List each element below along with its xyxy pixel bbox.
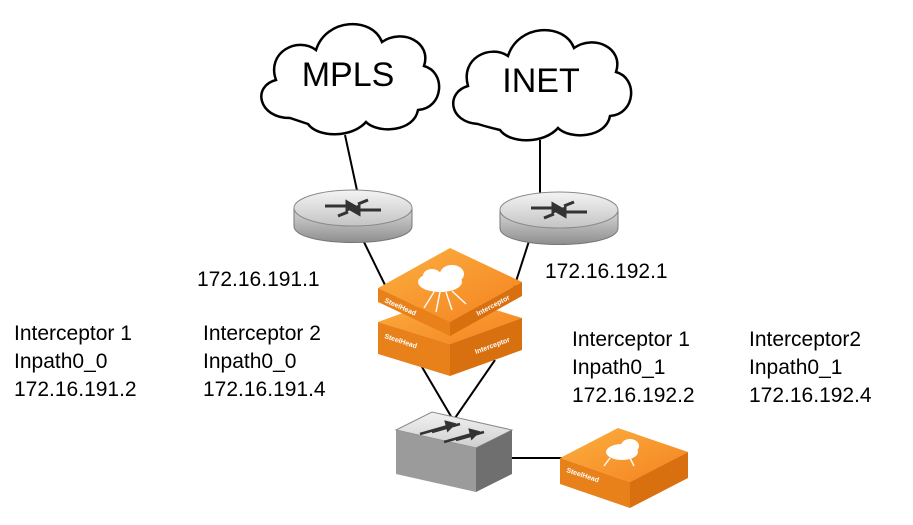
interface-port: Inpath0_1 — [572, 356, 665, 379]
interface-name: Interceptor 1 — [14, 322, 132, 345]
link-left-router-interceptor — [361, 237, 386, 286]
interface-ip: 172.16.191.4 — [203, 378, 326, 401]
interface-port: Inpath0_0 — [14, 350, 107, 373]
inet-label: INET — [502, 62, 579, 100]
interface-ip: 172.16.192.4 — [749, 384, 872, 407]
inet-cloud-icon: INET — [452, 28, 633, 142]
router-right-ip: 172.16.192.1 — [545, 260, 668, 283]
cloud-symbol-icon — [606, 439, 639, 460]
cloud-symbol-icon — [418, 265, 464, 292]
interface-block: Interceptor 2 Inpath0_0 172.16.191.4 — [203, 322, 326, 401]
interface-block: Interceptor2 Inpath0_1 172.16.192.4 — [749, 328, 872, 407]
steelhead-appliance-icon: SteelHead — [560, 428, 688, 508]
interface-ip: 172.16.192.2 — [572, 384, 695, 407]
interface-port: Inpath0_1 — [749, 356, 842, 379]
interface-block: Interceptor 1 Inpath0_0 172.16.191.2 — [14, 322, 137, 401]
interface-name: Interceptor 2 — [203, 322, 321, 345]
switch-icon — [394, 411, 514, 492]
interface-port: Inpath0_0 — [203, 350, 296, 373]
link-interceptor-switch-right — [454, 359, 496, 419]
interface-name: Interceptor2 — [749, 328, 861, 351]
interface-ip: 172.16.191.2 — [14, 378, 137, 401]
mpls-cloud-icon: MPLS — [260, 22, 441, 136]
mpls-label: MPLS — [302, 56, 395, 94]
router-left-ip: 172.16.191.1 — [197, 268, 320, 291]
interface-block: Interceptor 1 Inpath0_1 172.16.192.2 — [572, 328, 695, 407]
interface-name: Interceptor 1 — [572, 328, 690, 351]
router-left-icon — [293, 189, 413, 243]
link-mpls-router — [344, 134, 359, 196]
router-right-icon — [499, 191, 619, 245]
